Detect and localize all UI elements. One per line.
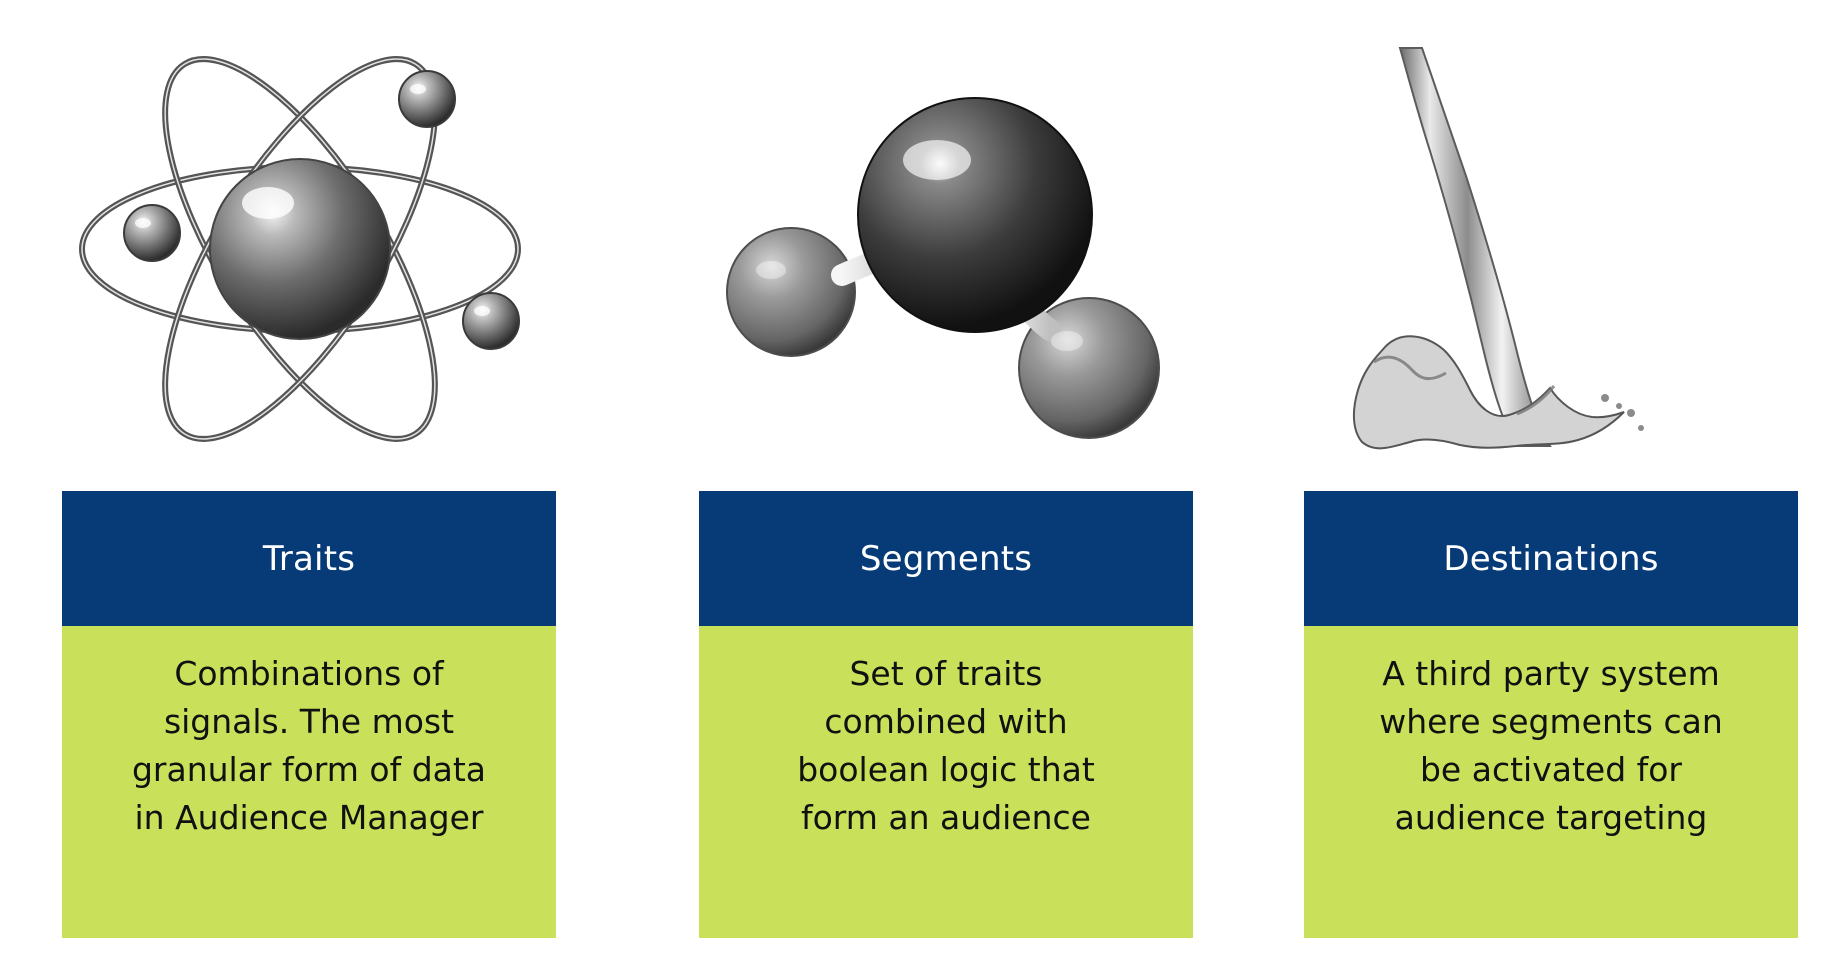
destinations-title: Destinations xyxy=(1443,538,1659,579)
molecule-highlight xyxy=(1051,331,1083,351)
molecule-side-sphere xyxy=(726,227,856,357)
electron-sphere xyxy=(462,292,520,350)
traits-header: Traits xyxy=(62,491,556,626)
traits-title: Traits xyxy=(262,538,356,579)
destinations-art xyxy=(1304,47,1798,468)
segments-art xyxy=(699,65,1193,485)
water-droplet xyxy=(1616,403,1622,409)
water-droplet xyxy=(1601,394,1609,402)
electron-highlight xyxy=(135,218,151,228)
electron-sphere xyxy=(123,204,181,262)
water-pour-icon xyxy=(1352,47,1644,450)
electron-sphere xyxy=(398,70,456,128)
nucleus-highlight xyxy=(242,187,294,219)
segments-description: Set of traits combined with boolean logi… xyxy=(797,654,1095,837)
electron-highlight xyxy=(410,84,426,94)
segments-header: Segments xyxy=(699,491,1193,626)
water-droplet xyxy=(1627,409,1635,417)
molecule-center-sphere xyxy=(857,97,1093,333)
water-splash xyxy=(1352,335,1625,450)
molecule-highlight xyxy=(756,261,786,279)
traits-art xyxy=(62,56,556,485)
destinations-description: A third party system where segments can … xyxy=(1379,654,1723,837)
water-droplet xyxy=(1638,425,1644,431)
electron-highlight xyxy=(474,306,490,316)
destinations-description-box: A third party system where segments can … xyxy=(1304,626,1798,938)
traits-description: Combinations of signals. The most granul… xyxy=(131,654,487,837)
segments-title: Segments xyxy=(859,538,1033,579)
molecule-icon xyxy=(726,97,1160,439)
water-splash-detail xyxy=(1516,385,1556,416)
traits-description-box: Combinations of signals. The most granul… xyxy=(62,626,556,938)
water-splash-detail xyxy=(1373,355,1447,381)
nucleus-sphere xyxy=(209,158,391,340)
molecule-highlight xyxy=(903,140,971,180)
segments-description-box: Set of traits combined with boolean logi… xyxy=(699,626,1193,938)
destinations-header: Destinations xyxy=(1304,491,1798,626)
atom-icon xyxy=(79,56,521,442)
